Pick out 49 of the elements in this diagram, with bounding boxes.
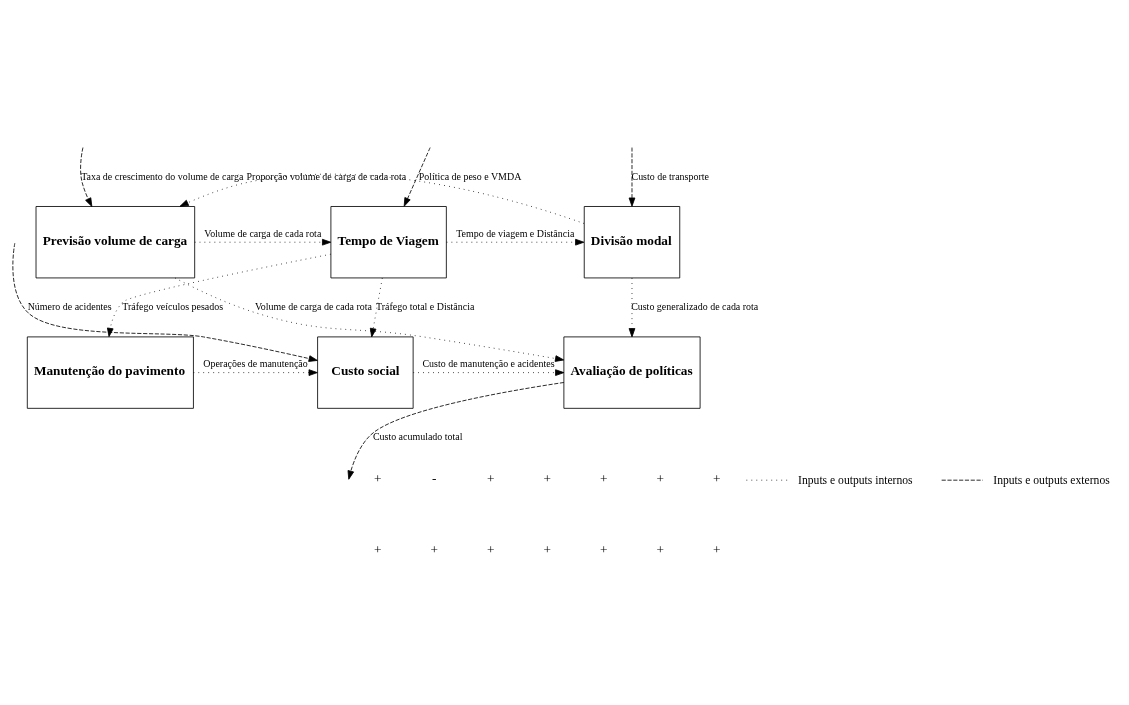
label: + [374,471,382,487]
edge-label: Custo de transporte [631,170,709,182]
label: + [430,541,439,557]
edge-label: Custo de manutenção e acidentes [422,358,555,370]
edge-label: Volume de carga de cada rota [254,300,372,312]
label: + [600,541,608,557]
label: + [712,541,721,557]
legend-label: Inputs e outputs externos [993,473,1110,487]
label: + [374,541,382,557]
label: + [487,471,495,487]
arrow [403,147,431,207]
arrow [347,382,565,480]
edge-label: Política de peso e VMDA [418,170,522,182]
node-box: Divisão modal [583,206,681,279]
arrow [174,277,565,362]
node-box: Custo social [317,336,414,409]
node-box: Previsão volume de carga [35,206,196,279]
label: + [656,471,664,487]
arrow [628,277,636,338]
arrow [194,238,332,246]
node-box: Tempo de Viagem [330,206,447,279]
edge-label: Volume de carga de cada rota [204,227,322,239]
label: + [487,541,495,557]
arrow [369,277,383,338]
arrow [628,147,636,207]
arrow [12,242,318,362]
node-box: Avaliação de políticas [563,336,701,409]
label: + [712,471,721,487]
label: + [656,541,664,557]
arrow [106,253,332,338]
arrow [446,238,585,246]
arrow [80,147,93,207]
node-box: Manutenção do pavimento [26,336,194,409]
edge-label: Custo generalizado de cada rota [631,300,759,312]
label: + [543,471,552,487]
edge-label: Taxa de crescimento do volume de carga [81,170,244,182]
edge-label: Tráfego veículos pesados [122,300,224,312]
label: - [432,471,437,487]
edge-label: Custo acumulado total [372,431,463,443]
label: + [600,471,608,487]
edge-label: Número de acidentes [27,300,112,312]
arrow [412,369,565,376]
arrow [179,173,585,224]
edge-label: Proporção volume de carga de cada rota [246,170,407,182]
label: + [543,541,552,557]
edge-label: Tempo de viagem e Distância [456,227,575,239]
legend-label: Inputs e outputs internos [798,473,913,487]
edge-label: Operações de manutenção [203,358,308,370]
edge-label: Tráfego total e Distância [376,300,475,312]
